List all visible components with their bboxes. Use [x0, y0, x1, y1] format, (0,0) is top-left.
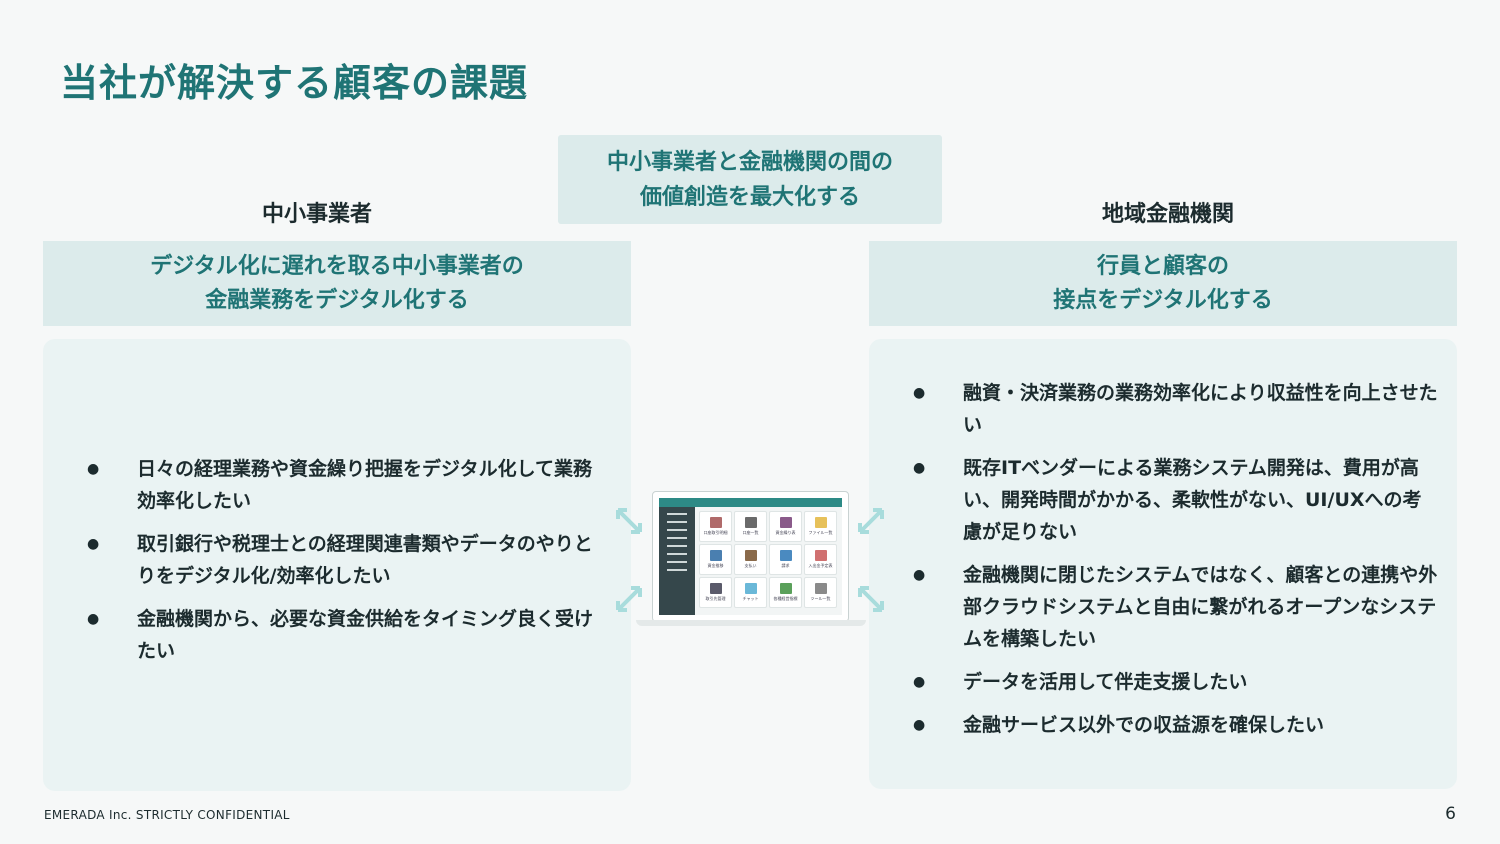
left-issues-panel: ● 日々の経理業務や資金繰り把握をデジタル化して業務効率化したい ● 取引銀行や税理… — [43, 339, 631, 791]
bank-book-icon — [709, 517, 722, 528]
list-item-text: 取引銀行や税理士との経理関連書類やデータのやりとりをデジタル化/効率化したい — [137, 532, 593, 587]
center-banner-line1: 中小事業者と金融機関の間の — [606, 149, 893, 175]
app-tile: 資金繰り表 — [769, 511, 802, 542]
double-arrow-icon — [858, 508, 884, 534]
invoice-icon — [779, 550, 792, 561]
bullet-icon: ● — [87, 535, 100, 552]
gear-icon — [814, 583, 827, 594]
list-item-text: 融資・決済業務の業務効率化により収益性を向上させたい — [963, 381, 1438, 436]
app-tile: チャット — [734, 577, 767, 608]
center-banner-line2: 価値創造を最大化する — [639, 184, 860, 210]
right-issues-list: ● 融資・決済業務の業務効率化により収益性を向上させたい ● 既存ITベンダーによる… — [869, 377, 1457, 752]
app-tile-grid: 口座取引明細 口座一覧 資金繰り表 ファイル一覧資金推移 支払い 請求 入出金予定表取引先管… — [699, 511, 837, 608]
app-tile: 各種経営指標 — [769, 577, 802, 608]
laptop-base — [636, 620, 866, 626]
left-column-heading: 中小事業者 — [262, 202, 373, 227]
right-banner: 行員と顧客の 接点をデジタル化する — [869, 241, 1457, 326]
app-tile-label: チャット — [742, 596, 759, 601]
app-screen: 口座取引明細 口座一覧 資金繰り表 ファイル一覧資金推移 支払い 請求 入出金予定表取引先管… — [659, 498, 842, 615]
app-sidebar — [659, 507, 695, 615]
app-tile: 請求 — [769, 544, 802, 575]
left-banner-line1: デジタル化に遅れを取る中小事業者の — [150, 253, 524, 279]
app-tile-label: 支払い — [744, 563, 757, 568]
list-item: ● 融資・決済業務の業務効率化により収益性を向上させたい — [913, 377, 1439, 441]
app-tile-label: 入出金予定表 — [808, 563, 833, 568]
right-issues-panel: ● 融資・決済業務の業務効率化により収益性を向上させたい ● 既存ITベンダーによる… — [869, 339, 1457, 789]
app-tile-label: 請求 — [781, 563, 790, 568]
bullet-icon: ● — [913, 566, 926, 583]
app-tile-label: ファイル一覧 — [808, 530, 833, 535]
app-tile-label: 資金推移 — [707, 563, 724, 568]
building-icon — [709, 583, 722, 594]
left-issues-list: ● 日々の経理業務や資金繰り把握をデジタル化して業務効率化したい ● 取引銀行や税理… — [43, 453, 631, 678]
list-item-text: 日々の経理業務や資金繰り把握をデジタル化して業務効率化したい — [137, 457, 593, 512]
bullet-icon: ● — [87, 460, 100, 477]
app-tile: 口座取引明細 — [699, 511, 732, 542]
list-item: ● データを活用して伴走支援したい — [913, 666, 1439, 698]
list-item: ● 金融機関から、必要な資金供給をタイミング良く受けたい — [87, 603, 595, 667]
app-header-bar — [659, 498, 842, 507]
app-tile: 口座一覧 — [734, 511, 767, 542]
app-tile: ファイル一覧 — [804, 511, 837, 542]
right-banner-line2: 接点をデジタル化する — [1053, 287, 1273, 313]
bullet-icon: ● — [913, 716, 926, 733]
calendar-icon — [814, 550, 827, 561]
left-banner: デジタル化に遅れを取る中小事業者の 金融業務をデジタル化する — [43, 241, 631, 326]
list-item-text: 既存ITベンダーによる業務システム開発は、費用が高い、開発時間がかかる、柔軟性が… — [963, 456, 1422, 543]
folder-icon — [814, 517, 827, 528]
app-tile: 取引先管理 — [699, 577, 732, 608]
list-item-text: 金融サービス以外での収益源を確保したい — [963, 713, 1325, 736]
list-item: ● 取引銀行や税理士との経理関連書類やデータのやりとりをデジタル化/効率化したい — [87, 528, 595, 592]
list-item: ● 金融サービス以外での収益源を確保したい — [913, 709, 1439, 741]
page-number: 6 — [1445, 804, 1456, 824]
list-item-text: 金融機関に閉じたシステムではなく、顧客との連携や外部クラウドシステムと自由に繋が… — [963, 563, 1438, 650]
right-column-heading: 地域金融機関 — [1102, 202, 1235, 227]
wallet-icon — [744, 550, 757, 561]
list-item-text: 金融機関から、必要な資金供給をタイミング良く受けたい — [137, 607, 594, 662]
bullet-icon: ● — [913, 384, 926, 401]
left-banner-line2: 金融業務をデジタル化する — [205, 287, 469, 313]
app-tile-label: 口座一覧 — [742, 530, 759, 535]
app-tile: 支払い — [734, 544, 767, 575]
app-tile: 入出金予定表 — [804, 544, 837, 575]
double-arrow-icon — [616, 586, 642, 612]
bullet-icon: ● — [913, 673, 926, 690]
list-item: ● 日々の経理業務や資金繰り把握をデジタル化して業務効率化したい — [87, 453, 595, 517]
app-screenshot-laptop: 口座取引明細 口座一覧 資金繰り表 ファイル一覧資金推移 支払い 請求 入出金予定表取引先管… — [652, 491, 849, 622]
double-arrow-icon — [858, 586, 884, 612]
app-tile: ツール一覧 — [804, 577, 837, 608]
growth-chart-icon — [779, 583, 792, 594]
app-tile-label: 口座取引明細 — [703, 530, 728, 535]
page-title: 当社が解決する顧客の課題 — [60, 61, 529, 105]
center-banner: 中小事業者と金融機関の間の 価値創造を最大化する — [558, 135, 942, 224]
bullet-icon: ● — [87, 610, 100, 627]
app-tile-label: 資金繰り表 — [775, 530, 796, 535]
app-tile-label: 各種経営指標 — [773, 596, 798, 601]
list-item: ● 既存ITベンダーによる業務システム開発は、費用が高い、開発時間がかかる、柔軟性… — [913, 452, 1439, 548]
list-item-text: データを活用して伴走支援したい — [963, 670, 1248, 693]
bar-chart-icon — [709, 550, 722, 561]
right-banner-line1: 行員と顧客の — [1096, 253, 1229, 279]
app-tile: 資金推移 — [699, 544, 732, 575]
list-icon — [744, 517, 757, 528]
app-tile-label: ツール一覧 — [810, 596, 831, 601]
app-tile-label: 取引先管理 — [705, 596, 726, 601]
chat-icon — [744, 583, 757, 594]
double-arrow-icon — [616, 508, 642, 534]
footer-confidential: EMERADA Inc. STRICTLY CONFIDENTIAL — [44, 808, 290, 822]
document-icon — [779, 517, 792, 528]
list-item: ● 金融機関に閉じたシステムではなく、顧客との連携や外部クラウドシステムと自由に繋… — [913, 559, 1439, 655]
bullet-icon: ● — [913, 459, 926, 476]
